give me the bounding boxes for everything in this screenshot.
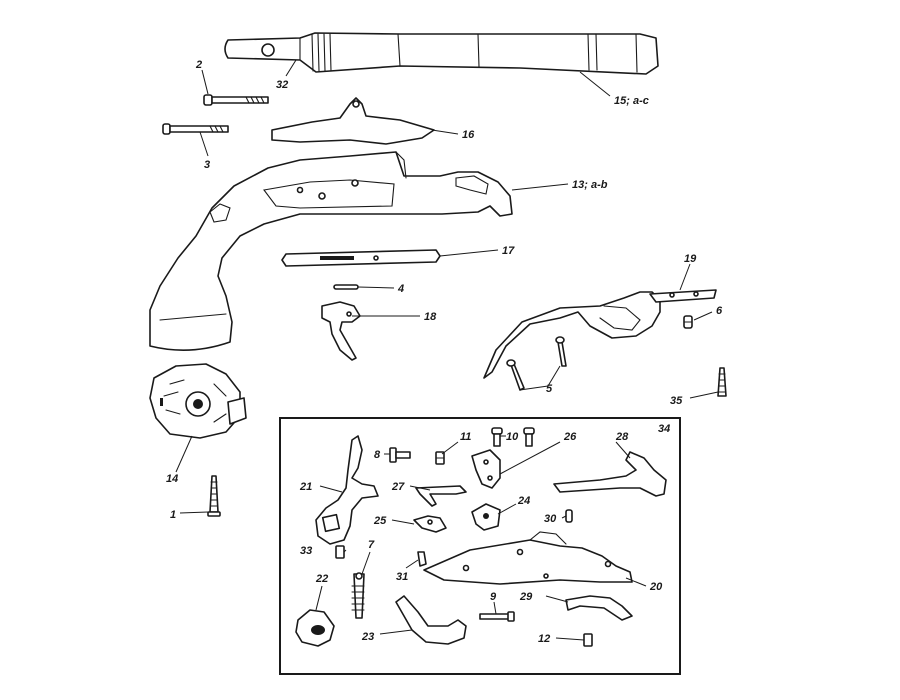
lock-parts-box: [279, 417, 681, 675]
label-14: 14: [166, 473, 178, 485]
label-25: 25: [373, 515, 387, 527]
label-17: 17: [502, 245, 515, 257]
barrel: [224, 32, 659, 75]
screw-8: [389, 447, 411, 463]
screw-33: [335, 545, 345, 559]
screw-11: [435, 451, 445, 465]
label-6: 6: [716, 305, 723, 317]
screw-3: [162, 123, 229, 135]
label-31: 31: [396, 571, 408, 583]
label-22: 22: [315, 573, 328, 585]
trigger-guard: [483, 289, 717, 379]
pin-30: [565, 509, 573, 523]
label-34: 34: [658, 423, 670, 435]
lock-plate: [423, 531, 633, 585]
label-19: 19: [684, 253, 697, 265]
label-16: 16: [462, 129, 475, 141]
label-20: 20: [649, 581, 663, 593]
label-23: 23: [361, 631, 374, 643]
label-8: 8: [374, 449, 381, 461]
leader-lines: [175, 59, 719, 641]
spring-27: [415, 485, 467, 507]
label-27: 27: [391, 481, 405, 493]
screw-10: [491, 427, 535, 447]
label-3: 3: [204, 159, 210, 171]
stock: [149, 151, 513, 351]
pin-4: [333, 284, 359, 290]
label-9: 9: [490, 591, 497, 603]
label-11: 11: [460, 431, 471, 443]
spring-7: [351, 572, 365, 619]
label-12: 12: [538, 633, 550, 645]
label-7: 7: [368, 539, 375, 551]
label-15: 15; a-c: [614, 95, 649, 107]
mainspring: [553, 451, 667, 497]
screw-9: [479, 611, 515, 622]
screw-1: [207, 475, 221, 517]
label-24: 24: [517, 495, 530, 507]
label-13: 13; a-b: [572, 179, 608, 191]
label-1: 1: [170, 509, 176, 521]
part-31: [417, 551, 427, 567]
frizzen: [395, 595, 467, 645]
label-18: 18: [424, 311, 437, 323]
label-30: 30: [544, 513, 557, 525]
screw-6: [683, 315, 693, 329]
ramrod-plate: [281, 249, 441, 267]
label-28: 28: [615, 431, 629, 443]
label-35: 35: [670, 395, 683, 407]
label-4: 4: [397, 283, 404, 295]
tumbler: [471, 503, 501, 531]
bridle: [471, 449, 501, 489]
screw-2: [203, 94, 269, 106]
frizzen-spring: [565, 595, 633, 621]
label-33: 33: [300, 545, 312, 557]
screw-35: [717, 367, 727, 397]
part-labels: 2 32 15; a-c 3 16 13; a-b 17 4 18 19 6 5…: [166, 59, 723, 645]
label-26: 26: [563, 431, 577, 443]
label-32: 32: [276, 79, 288, 91]
label-29: 29: [519, 591, 533, 603]
label-5: 5: [546, 383, 553, 395]
screw-5: [506, 336, 567, 391]
hammer: [315, 435, 379, 545]
label-10: 10: [506, 431, 519, 443]
lock-assembly: [149, 363, 247, 439]
screw-12: [583, 633, 593, 647]
label-2: 2: [195, 59, 202, 71]
label-21: 21: [299, 481, 312, 493]
sear: [413, 515, 447, 533]
trigger: [321, 301, 361, 361]
frizzen-pad: [295, 609, 335, 647]
side-plate: [271, 97, 435, 145]
